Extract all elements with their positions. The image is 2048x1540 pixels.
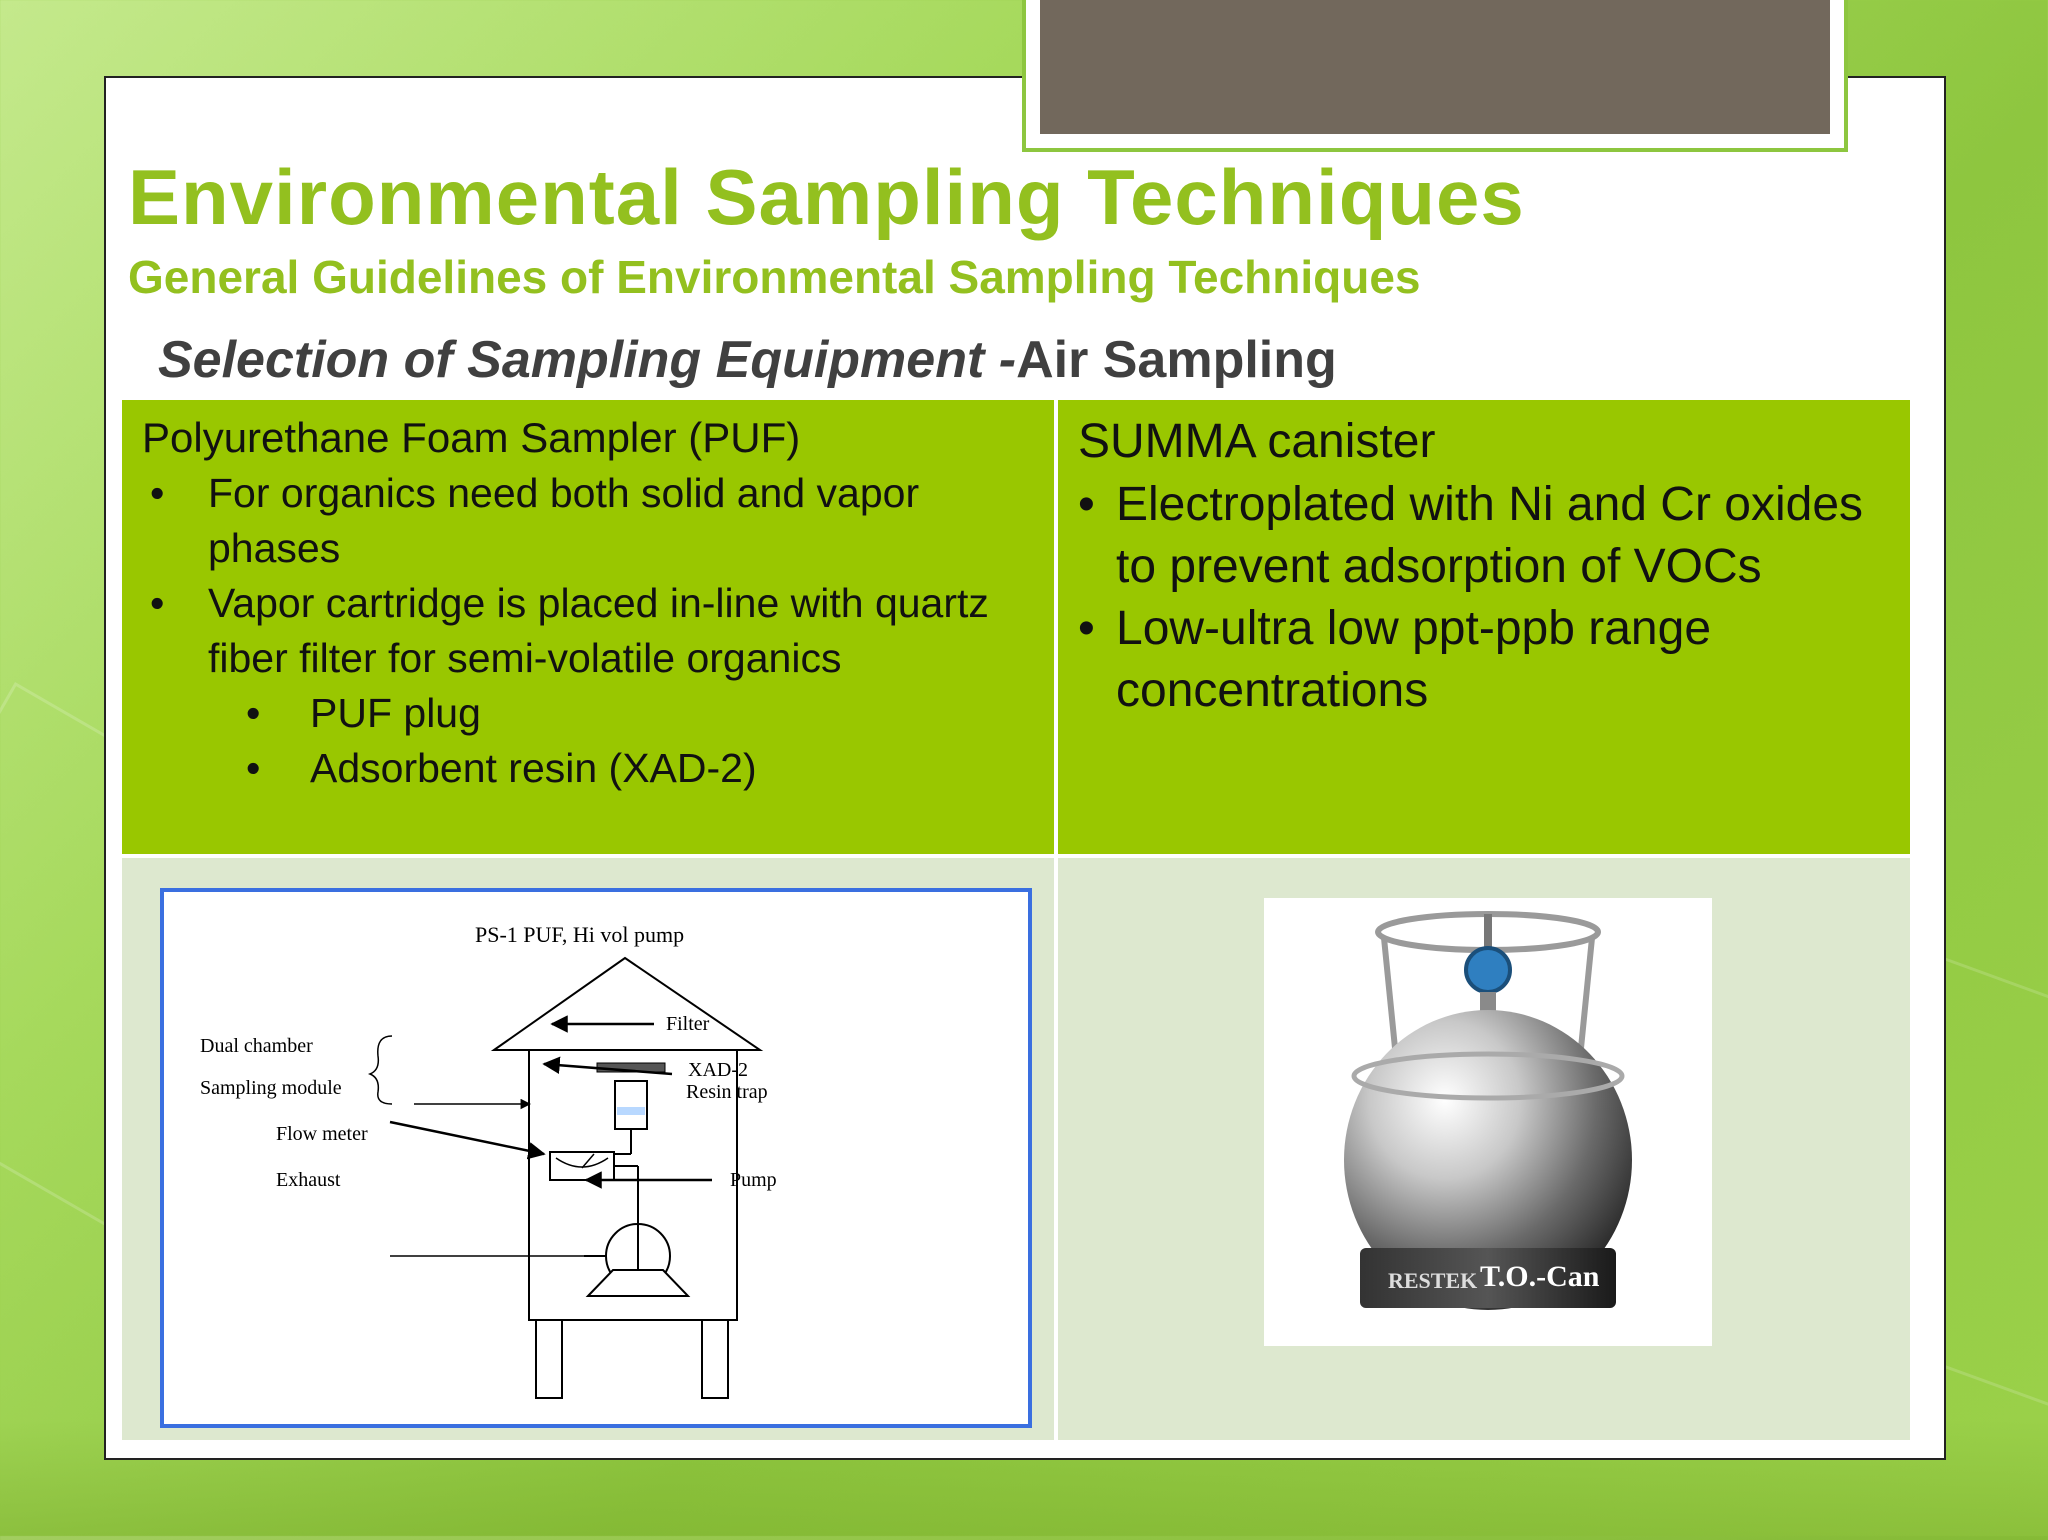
shelter-leg [535,1319,563,1399]
summa-title: SUMMA canister [1078,415,1436,468]
canister-photo: RESTEK T.O.-Can [1264,898,1712,1346]
list-item: Low-ultra low ppt-ppb range concentratio… [1078,598,1898,722]
label-pump: Pump [730,1169,777,1191]
label-dual-chamber: Dual chamber [200,1035,313,1057]
shelter-body [528,1049,738,1321]
label-sampling-module: Sampling module [200,1077,342,1099]
label-exhaust: Exhaust [276,1169,341,1191]
label-resin-trap: Resin trap [686,1081,768,1103]
section-heading: Selection of Sampling Equipment -Air Sam… [158,330,1337,390]
canister-sphere [1344,1010,1632,1310]
canister-base [1360,1248,1616,1308]
list-item: Adsorbent resin (XAD-2) [208,741,1042,796]
list-item: PUF plug [208,686,1042,741]
section-heading-italic: Selection of Sampling Equipment - [158,331,1017,389]
valve-icon [1464,946,1512,994]
puf-sub-bullet-list: PUF plug Adsorbent resin (XAD-2) [208,686,1042,796]
puf-diagram: PS-1 PUF, Hi vol pump [160,888,1032,1428]
canister-brand: RESTEK [1388,1268,1477,1293]
shelter-leg [701,1319,729,1399]
summa-bullet-list: Electroplated with Ni and Cr oxides to p… [1078,474,1898,722]
shelter-roof [490,956,764,1051]
canister-label: T.O.-Can [1480,1260,1600,1293]
puf-cell: Polyurethane Foam Sampler (PUF) For orga… [122,400,1054,854]
puf-title: Polyurethane Foam Sampler (PUF) [142,414,801,461]
list-item: Vapor cartridge is placed in-line with q… [142,576,1042,796]
canister-cell: RESTEK T.O.-Can [1058,858,1910,1440]
header-tab [1040,0,1830,134]
diagram-cell: PS-1 PUF, Hi vol pump [122,858,1054,1440]
label-filter: Filter [666,1013,710,1035]
diagram-title: PS-1 PUF, Hi vol pump [475,922,684,947]
resin-layer [617,1107,645,1115]
flow-meter [549,1151,615,1181]
label-xad2: XAD-2 [688,1059,748,1081]
slide-title: Environmental Sampling Techniques [128,153,1525,241]
section-heading-rest: Air Sampling [1016,331,1337,389]
list-item: For organics need both solid and vapor p… [142,466,1042,576]
summa-cell: SUMMA canister Electroplated with Ni and… [1058,400,1910,854]
brace [367,1035,393,1105]
canister-svg: RESTEK T.O.-Can [1344,911,1632,1310]
pump-base [585,1269,691,1297]
puf-bullet-list: For organics need both solid and vapor p… [142,466,1042,796]
label-flow-meter: Flow meter [276,1123,368,1145]
puf-diagram-svg: PS-1 PUF, Hi vol pump [200,922,777,1399]
list-item: Electroplated with Ni and Cr oxides to p… [1078,474,1898,598]
slide-subtitle: General Guidelines of Environmental Samp… [128,251,1421,303]
xad2-cartridge [614,1080,648,1130]
list-item-text: Vapor cartridge is placed in-line with q… [208,580,989,681]
